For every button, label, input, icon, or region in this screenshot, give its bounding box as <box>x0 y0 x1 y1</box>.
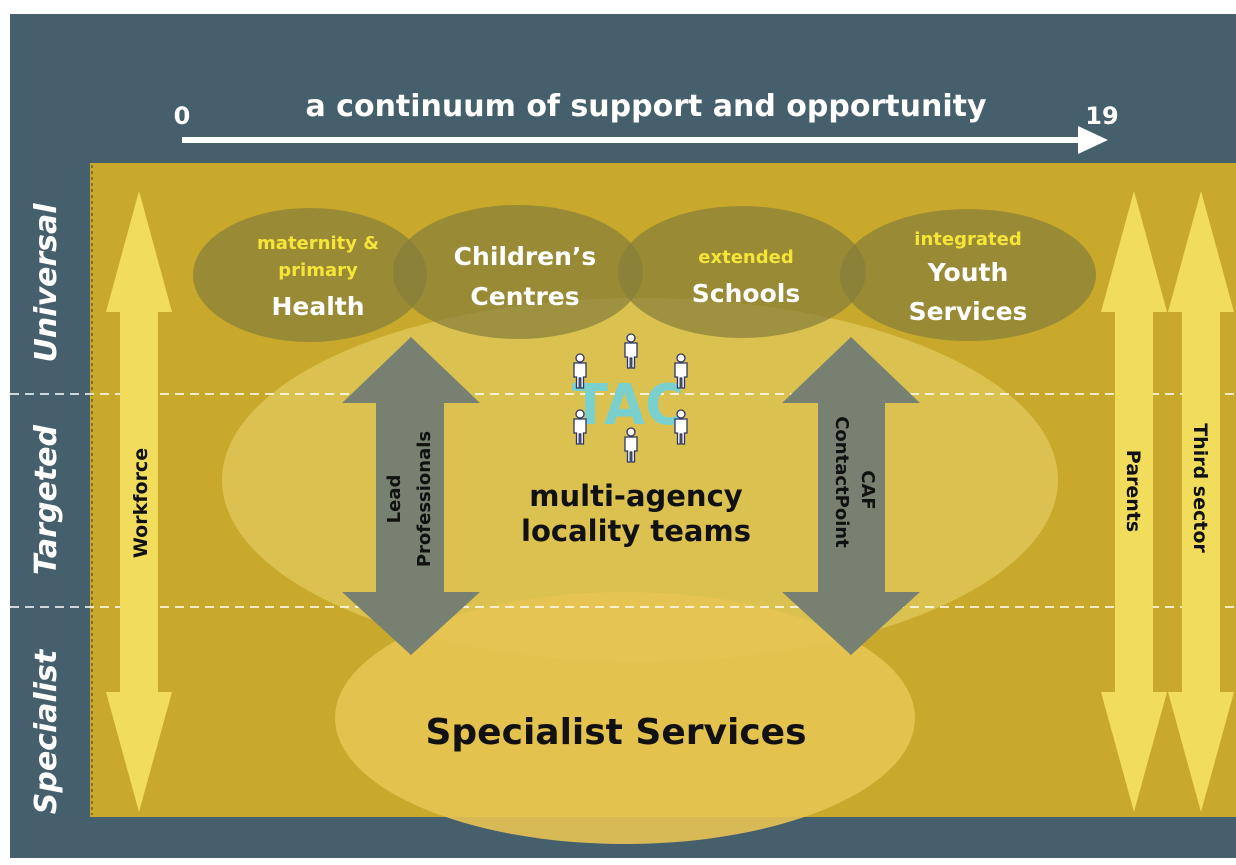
youth-line2: Services <box>909 297 1028 326</box>
youth-line1: Youth <box>927 258 1009 287</box>
health-label: Health <box>271 292 364 321</box>
caf-label: CAF <box>857 470 878 509</box>
schools-label: Schools <box>692 279 800 308</box>
health-qualifier-line1: maternity & <box>257 233 379 254</box>
specialist-services-label: Specialist Services <box>425 712 806 753</box>
tier-universal-label: Universal <box>29 203 64 363</box>
caf-contactpoint-arrow <box>782 337 920 655</box>
multi-agency-line2: locality teams <box>521 514 751 548</box>
childrens-centres-oval <box>393 205 643 339</box>
health-qualifier-line2: primary <box>278 260 358 281</box>
parents-label: Parents <box>1122 450 1144 532</box>
continuum-arrow <box>182 126 1108 154</box>
tier-targeted-label: Targeted <box>29 425 64 575</box>
continuum-title: a continuum of support and opportunity <box>305 89 986 124</box>
age-end-label: 19 <box>1085 102 1118 130</box>
lead-professionals-line1: Lead <box>384 475 405 524</box>
parents-arrow <box>1101 191 1167 812</box>
youth-qualifier: integrated <box>914 229 1021 250</box>
lead-professionals-line2: Professionals <box>414 431 435 567</box>
health-oval <box>193 208 427 342</box>
tier-specialist-label: Specialist <box>29 648 64 814</box>
workforce-label: Workforce <box>130 448 152 558</box>
childrens-centres-line2: Centres <box>470 282 579 311</box>
third-sector-label: Third sector <box>1189 423 1211 553</box>
multi-agency-line1: multi-agency <box>529 479 742 513</box>
specialist-zone <box>335 592 915 844</box>
youth-services-oval <box>840 209 1096 341</box>
lead-professionals-arrow <box>342 337 480 655</box>
childrens-centres-line1: Children’s <box>454 242 597 271</box>
age-start-label: 0 <box>174 102 191 130</box>
workforce-arrow <box>106 191 172 812</box>
contactpoint-label: ContactPoint <box>831 416 852 548</box>
tac-label: TAC <box>572 373 684 438</box>
schools-oval <box>618 206 866 338</box>
third-sector-arrow <box>1168 191 1234 812</box>
schools-qualifier: extended <box>698 247 793 268</box>
